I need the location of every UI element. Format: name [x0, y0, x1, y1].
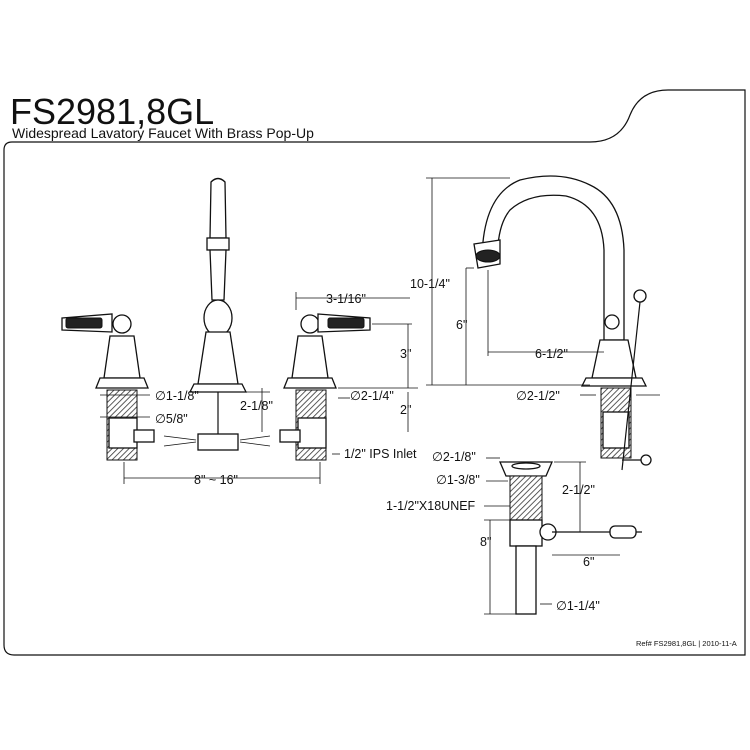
- dim-spout-height: 10-1/4": [410, 277, 450, 291]
- dim-handle-diameter: ∅1-1/8": [155, 389, 199, 403]
- dim-handle-width: 3-1/16": [326, 292, 366, 306]
- spout-side-view: [473, 175, 652, 471]
- dim-spread: 8" ~ 16": [194, 473, 238, 487]
- drawing-frame: [3, 89, 746, 656]
- dim-drain-flange-diameter: ∅2-1/8": [432, 450, 476, 464]
- dim-handle-to-base: 2-1/8": [240, 399, 273, 413]
- dim-base-diameter-small: ∅2-1/4": [350, 389, 394, 403]
- dim-shank-length: 2": [400, 403, 411, 417]
- page-title: FS2981,8GL: [10, 91, 214, 132]
- dim-shank-diameter: ∅5/8": [155, 412, 188, 426]
- dim-drain-thread: 1-1/2"X18UNEF: [386, 499, 476, 513]
- reference-code: Ref# FS2981,8GL | 2010-11-A: [636, 639, 737, 648]
- page-subtitle: Widespread Lavatory Faucet With Brass Po…: [12, 125, 314, 141]
- dim-handle-height: 3": [400, 347, 411, 361]
- right-handle-valve: [279, 313, 371, 461]
- dim-spout-base-diameter: ∅2-1/2": [516, 389, 560, 403]
- dim-pivot-rod-length: 6": [583, 555, 594, 569]
- dim-inlet: 1/2" IPS Inlet: [344, 447, 417, 461]
- dim-spout-clearance: 6": [456, 318, 467, 332]
- pop-up-drain-assembly: [499, 461, 642, 615]
- dim-drain-length: 8": [480, 535, 491, 549]
- dim-spout-reach: 6-1/2": [535, 347, 568, 361]
- dim-drain-body-diameter: ∅1-3/8": [436, 473, 480, 487]
- left-handle-valve: [61, 313, 155, 461]
- dim-drain-top-length: 2-1/2": [562, 483, 595, 497]
- dim-tailpiece-diameter: ∅1-1/4": [556, 599, 600, 613]
